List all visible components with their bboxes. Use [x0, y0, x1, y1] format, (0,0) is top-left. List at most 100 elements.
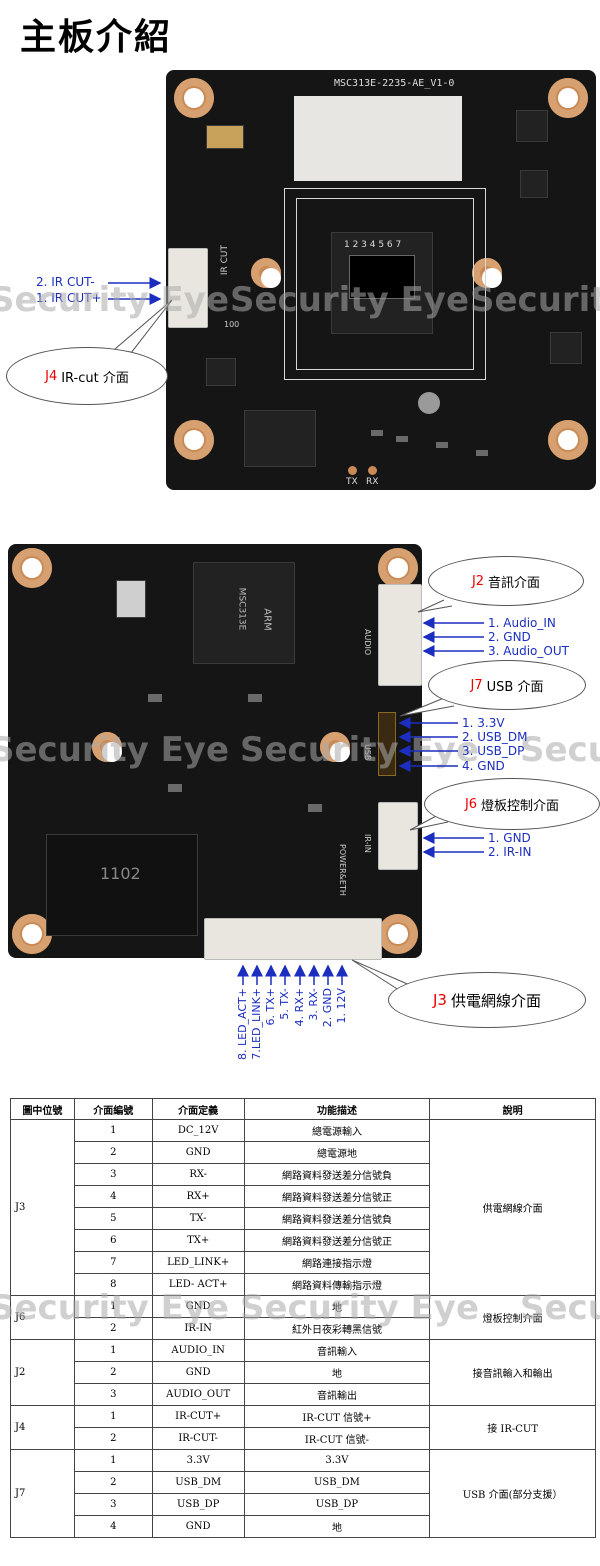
j2-pin-1: 1. Audio_IN — [488, 616, 556, 630]
cell-pin: 1 — [73, 1449, 153, 1472]
cell-function: USB_DM — [243, 1471, 431, 1494]
cell-note: 燈板控制介面 — [429, 1295, 596, 1340]
j7-bubble: J7 USB 介面 — [428, 660, 586, 710]
smd-resistor — [396, 436, 408, 442]
cell-pin: 1 — [73, 1405, 153, 1428]
cell-definition: RX+ — [151, 1185, 245, 1208]
power-chip-2 — [520, 170, 548, 198]
mount-hole — [174, 78, 214, 118]
mount-hole — [12, 914, 52, 954]
cell-definition: IR-CUT- — [151, 1427, 245, 1450]
cell-definition: LED_LINK+ — [151, 1251, 245, 1274]
cell-function: 網路資料發送差分信號正 — [243, 1229, 431, 1252]
watermark-table: Security Eye — [0, 1288, 230, 1328]
smd-resistor — [436, 442, 448, 448]
ir-cut-pin-2-label: 2. IR CUT- — [36, 275, 95, 289]
j7-code: J7 — [470, 677, 483, 693]
cell-pin: 4 — [73, 1185, 153, 1208]
power-chip-3 — [550, 332, 582, 364]
mount-hole — [92, 732, 122, 762]
cell-pin: 7 — [73, 1251, 153, 1274]
bottom-board-photo: ARM MSC313E 1102 AUDIO USB IR-IN POWER&E… — [8, 544, 422, 960]
cell-position: J7 — [10, 1449, 75, 1538]
watermark-table-2: Security Eye — [240, 1288, 480, 1328]
silk-100: 100 — [224, 320, 240, 329]
j3-text: 供電網線介面 — [450, 991, 541, 1010]
cell-definition: GND — [151, 1361, 245, 1384]
cell-pin: 1 — [73, 1339, 153, 1362]
mount-hole — [548, 78, 588, 118]
cell-pin: 2 — [73, 1361, 153, 1384]
cell-pin: 2 — [73, 1471, 153, 1494]
cell-function: IR-CUT 信號- — [243, 1427, 431, 1450]
cell-pin: 6 — [73, 1229, 153, 1252]
cell-note: 接 IR-CUT — [429, 1405, 596, 1450]
cell-pin: 4 — [73, 1515, 153, 1538]
crystal — [116, 580, 146, 618]
cell-definition: USB_DP — [151, 1493, 245, 1516]
ir-cut-pin-1-label: 1. IR CUT+ — [36, 291, 102, 305]
col-header: 介面定義 — [151, 1098, 245, 1120]
sensor-die — [349, 255, 415, 299]
j3-pin-3: 3. RX- — [307, 988, 320, 1021]
watermark-top-3: Security Eye — [470, 280, 600, 320]
j2-bubble: J2 音訊介面 — [428, 556, 584, 606]
cell-function: 網路資料發送差分信號負 — [243, 1207, 431, 1230]
j4-text: IR-cut 介面 — [61, 370, 129, 386]
j6-text: 燈板控制介面 — [481, 798, 560, 814]
smd-part — [308, 804, 322, 812]
j7-pin-4: 4. GND — [462, 759, 505, 773]
cell-definition: AUDIO_IN — [151, 1339, 245, 1362]
j3-pin-6: 6. TX+ — [264, 988, 277, 1026]
mount-hole — [12, 548, 52, 588]
cell-pin: 3 — [73, 1163, 153, 1186]
magnetics-text: 1102 — [100, 864, 141, 883]
cell-definition: IR-CUT+ — [151, 1405, 245, 1428]
j6-pin-1: 1. GND — [488, 831, 531, 845]
silk-power-eth: POWER&ETH — [338, 844, 347, 896]
smd-resistor — [476, 450, 488, 456]
j7-pin-3: 3. USB_DP — [462, 744, 525, 758]
cell-pin: 5 — [73, 1207, 153, 1230]
watermark-mid-3: Security Eye — [520, 730, 600, 770]
bottom-annotation-lines — [237, 599, 484, 993]
cell-function: 網路資料發送差分信號正 — [243, 1185, 431, 1208]
silk-usb: USB — [363, 744, 372, 761]
top-annotation-lines — [107, 277, 173, 363]
col-header: 功能描述 — [243, 1098, 431, 1120]
silk-rx: RX — [366, 477, 379, 487]
watermark-mid: Security Eye — [0, 730, 230, 770]
cell-function: 總電源輸入 — [243, 1119, 431, 1142]
cell-definition: 3.3V — [151, 1449, 245, 1472]
sensor-outline-inner — [296, 198, 474, 370]
j7-pin-1: 1. 3.3V — [462, 716, 505, 730]
cell-definition: GND — [151, 1141, 245, 1164]
flash-chip — [244, 410, 316, 467]
j7-pin-2: 2. USB_DM — [462, 730, 528, 744]
cell-note: 接音訊輸入和輸出 — [429, 1339, 596, 1406]
cell-note: USB 介面(部分支援） — [429, 1449, 596, 1538]
cell-pin: 1 — [73, 1119, 153, 1142]
mount-hole — [378, 914, 418, 954]
top-board-photo: MSC313E-2235-AE_V1-0 1 2 3 4 5 6 7 IR CU… — [166, 70, 596, 490]
j4-code: J4 — [45, 368, 58, 384]
audio-connector — [378, 584, 422, 686]
j2-pin-2: 2. GND — [488, 630, 531, 644]
magnetics — [46, 834, 198, 936]
mount-hole — [378, 548, 418, 588]
watermark-top-2: Security Eye — [230, 280, 470, 320]
sensor-outline — [284, 188, 486, 380]
cell-definition: RX- — [151, 1163, 245, 1186]
